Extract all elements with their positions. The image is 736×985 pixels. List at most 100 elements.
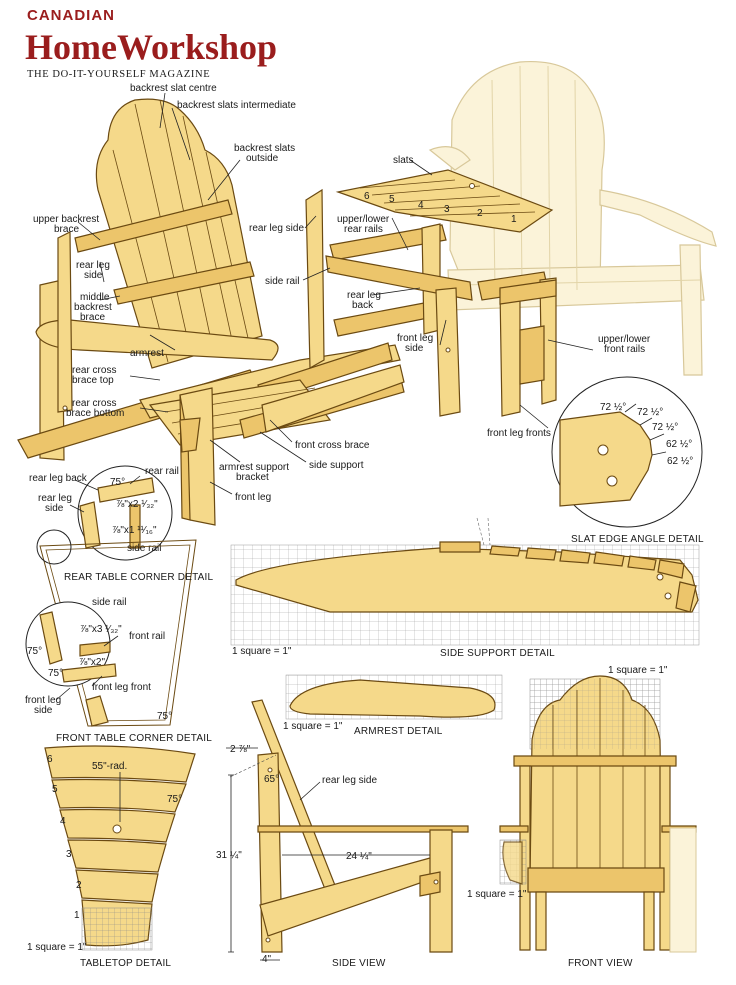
tagline: THE DO-IT-YOURSELF MAGAZINE — [27, 69, 210, 80]
label-table-rear-leg-side: rear leg side — [249, 223, 304, 234]
label-backrest-slat-centre: backrest slat centre — [130, 83, 217, 94]
caption-side-support: SIDE SUPPORT DETAIL — [440, 648, 555, 659]
label-angle-75-b: 75° — [48, 668, 63, 679]
label-front-leg-side-2: side — [405, 343, 424, 354]
label-front-leg-side-2: side — [34, 705, 53, 716]
slat-edge-angle-detail: 72 ½° 72 ½° 72 ½° 62 ½° 62 ½° SLAT EDGE … — [551, 376, 704, 545]
tabletop-slat-3: 3 — [66, 849, 72, 860]
slat-number: 1 — [511, 214, 517, 225]
leader-lines — [77, 92, 594, 495]
label-armrest-support-bracket-2: bracket — [236, 472, 269, 483]
label-upper-lower-front-rails-2: front rails — [604, 344, 645, 355]
slat-angle-4: 62 ½° — [666, 439, 692, 450]
slat-angle-1: 72 ½° — [600, 402, 626, 413]
caption-front-view: FRONT VIEW — [568, 958, 633, 969]
label-upper-backrest-brace-2: brace — [54, 224, 79, 235]
tabletop-slat-6: 6 — [47, 754, 53, 765]
label-backrest-slats-outside-1: backrest slats — [234, 143, 295, 154]
chair-callouts: backrest slat centre backrest slats inte… — [33, 83, 370, 503]
slat-number: 4 — [418, 200, 424, 211]
tabletop-scale: 1 square = 1" — [27, 942, 87, 953]
label-slot-3: ⅞"x3 ¹⁄₃₂" — [80, 624, 122, 635]
adirondack-chair-exploded — [17, 98, 405, 526]
label-middle-backrest-brace-3: brace — [80, 312, 105, 323]
front-view-scale-side: 1 square = 1" — [467, 889, 527, 900]
slat-angle-3: 72 ½° — [652, 422, 678, 433]
label-front-cross-brace: front cross brace — [295, 440, 370, 451]
slat-number: 5 — [389, 194, 395, 205]
label-rear-leg-back-2: back — [352, 300, 374, 311]
tabletop-slat-5: 5 — [52, 784, 58, 795]
front-view: 1 square = 1" 1 square = 1" FRONT VIEW — [467, 665, 697, 969]
tabletop-slat-1: 1 — [74, 910, 80, 921]
side-table-exploded — [305, 169, 557, 417]
label-upper-lower-front-rails-1: upper/lower — [598, 334, 651, 345]
label-rear-cross-brace-top-1: rear cross — [72, 365, 116, 376]
slat-number: 3 — [444, 204, 450, 215]
front-table-corner-detail: side rail ⅞"x3 ¹⁄₃₂" front rail 75° 75° … — [25, 597, 212, 744]
side-view-top-width: 2 ⅞" — [230, 744, 251, 755]
label-front-leg-side-1: front leg — [25, 695, 61, 706]
label-middle-backrest-brace-2: backrest — [74, 302, 112, 313]
label-front-leg: front leg — [235, 492, 271, 503]
tabletop-radius: 55"-rad. — [92, 761, 127, 772]
caption-slat-edge-angle: SLAT EDGE ANGLE DETAIL — [571, 534, 704, 545]
tabletop-angle: 75° — [167, 794, 182, 805]
side-view-rear-leg-side: rear leg side — [322, 775, 377, 786]
label-rear-cross-brace-bottom-1: rear cross — [72, 398, 116, 409]
side-support-detail: 1 square = 1" SIDE SUPPORT DETAIL — [230, 517, 700, 659]
label-angle-75-a: 75° — [27, 646, 42, 657]
brand-top: CANADIAN — [27, 7, 115, 24]
label-rear-cross-brace-top-2: brace top — [72, 375, 114, 386]
side-view-height: 31 ¼" — [216, 849, 242, 861]
front-view-scale-top: 1 square = 1" — [608, 665, 668, 676]
label-slot-2: ⅞"x1 ¹¹⁄₁₆" — [112, 525, 157, 536]
brand-main: HomeWorkshop — [25, 27, 277, 67]
label-middle-backrest-brace-1: middle — [80, 292, 110, 303]
side-view-angle: 65° — [264, 774, 279, 785]
slat-angle-2: 72 ½° — [637, 407, 663, 418]
label-angle-75-c: 75° — [157, 711, 172, 722]
label-front-rail: front rail — [129, 631, 165, 642]
slat-number: 6 — [364, 191, 370, 202]
label-backrest-slats-intermediate: backrest slats intermediate — [177, 100, 296, 111]
label-rear-leg-back-1: rear leg — [347, 290, 381, 301]
armrest-scale: 1 square = 1" — [283, 721, 343, 732]
label-backrest-slats-outside-2: outside — [246, 153, 279, 164]
label-rear-leg-side-1: rear leg — [38, 493, 72, 504]
caption-side-view: SIDE VIEW — [332, 958, 386, 969]
label-angle-75: 75° — [110, 477, 125, 488]
caption-front-table-corner: FRONT TABLE CORNER DETAIL — [56, 733, 212, 744]
caption-rear-table-corner: REAR TABLE CORNER DETAIL — [64, 572, 214, 583]
label-upper-lower-rear-rails-2: rear rails — [344, 224, 383, 235]
side-support-scale: 1 square = 1" — [232, 646, 292, 657]
label-rear-cross-brace-bottom-2: brace bottom — [66, 408, 124, 419]
label-rear-leg-side-2: side — [84, 270, 103, 281]
slat-number: 2 — [477, 208, 483, 219]
side-view: 2 ⅞" 65° rear leg side 31 ¼" 24 ¼" 4" SI… — [216, 699, 469, 969]
label-slats: slats — [393, 155, 414, 166]
armrest-detail: 1 square = 1" ARMREST DETAIL — [283, 674, 503, 737]
label-slot-4: ⅞"x2" — [79, 657, 105, 668]
label-upper-lower-rear-rails-1: upper/lower — [337, 214, 390, 225]
rear-table-corner-detail: rear leg back rear rail rear leg side 75… — [29, 465, 179, 561]
label-front-leg-front: front leg front — [92, 682, 151, 693]
tabletop-slat-2: 2 — [76, 880, 82, 891]
label-rear-leg-side-2: side — [45, 503, 64, 514]
label-rear-rail: rear rail — [145, 466, 179, 477]
tabletop-detail: 6 5 4 3 2 1 55"-rad. 75° 1 square = 1" T… — [27, 745, 196, 969]
slat-angle-5: 62 ½° — [667, 456, 693, 467]
label-armrest-support-bracket-1: armrest support — [219, 462, 289, 473]
table-callouts: slats upper/lower rear rails rear leg si… — [249, 155, 651, 439]
label-slot-1: ⅞"x2 ¹⁄₃₂" — [116, 499, 158, 510]
label-side-rail-front: side rail — [92, 597, 126, 608]
label-side-rail: side rail — [265, 276, 299, 287]
label-side-support: side support — [309, 460, 364, 471]
label-rear-leg-side-1: rear leg — [76, 260, 110, 271]
caption-tabletop: TABLETOP DETAIL — [80, 958, 171, 969]
tabletop-slat-4: 4 — [60, 816, 66, 827]
label-armrest: armrest — [130, 348, 164, 359]
label-side-rail: side rail — [127, 543, 161, 554]
magazine-masthead: CANADIAN HomeWorkshop THE DO-IT-YOURSELF… — [25, 7, 277, 80]
label-rear-leg-back: rear leg back — [29, 473, 88, 484]
